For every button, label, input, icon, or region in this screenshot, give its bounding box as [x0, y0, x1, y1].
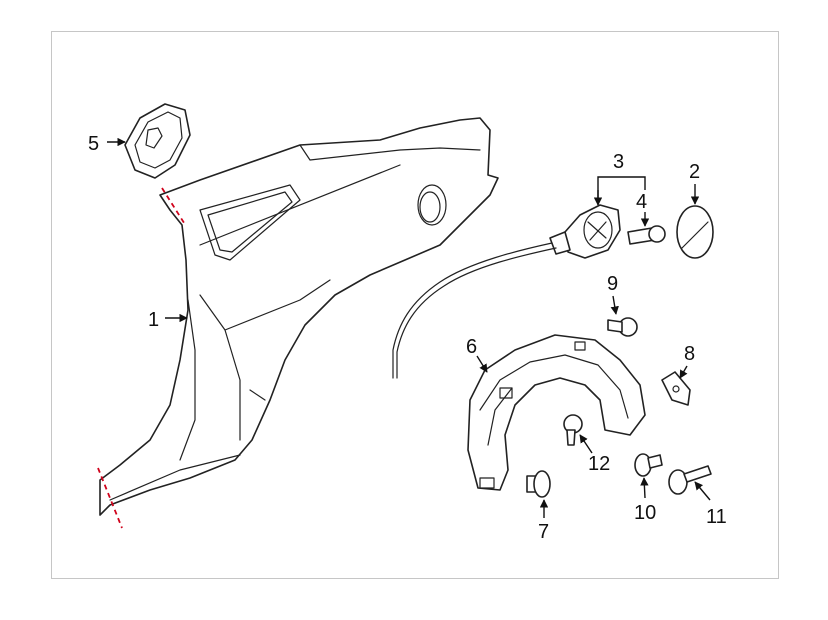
callout-3: 3 [613, 151, 624, 173]
fuel-filler-housing [549, 204, 621, 259]
callout-8: 8 [684, 343, 695, 365]
callout-4: 4 [636, 191, 647, 213]
clip-8 [661, 371, 691, 406]
wheel-house-liner [467, 334, 646, 491]
callout-5: 5 [88, 133, 99, 155]
clip-9 [607, 317, 638, 337]
diagram-frame [51, 31, 779, 579]
quarter-panel [99, 117, 499, 516]
cut-line-lower [97, 467, 123, 529]
callout-1: 1 [148, 309, 159, 331]
callout-11: 11 [706, 506, 727, 528]
callout-6: 6 [466, 336, 477, 358]
fastener-pin-4 [627, 225, 666, 245]
clip-7 [526, 470, 551, 498]
clip-12 [563, 414, 583, 446]
cut-line-upper [161, 187, 187, 227]
fuel-door-surround [124, 103, 191, 179]
callout-10: 10 [634, 502, 656, 524]
callout-9: 9 [607, 273, 618, 295]
drain-hose [392, 242, 553, 379]
clip-11 [668, 465, 712, 495]
clip-10 [634, 453, 663, 477]
fuel-door [676, 205, 714, 259]
callout-2: 2 [689, 161, 700, 183]
callout-12: 12 [588, 453, 610, 475]
callout-7: 7 [538, 521, 549, 543]
